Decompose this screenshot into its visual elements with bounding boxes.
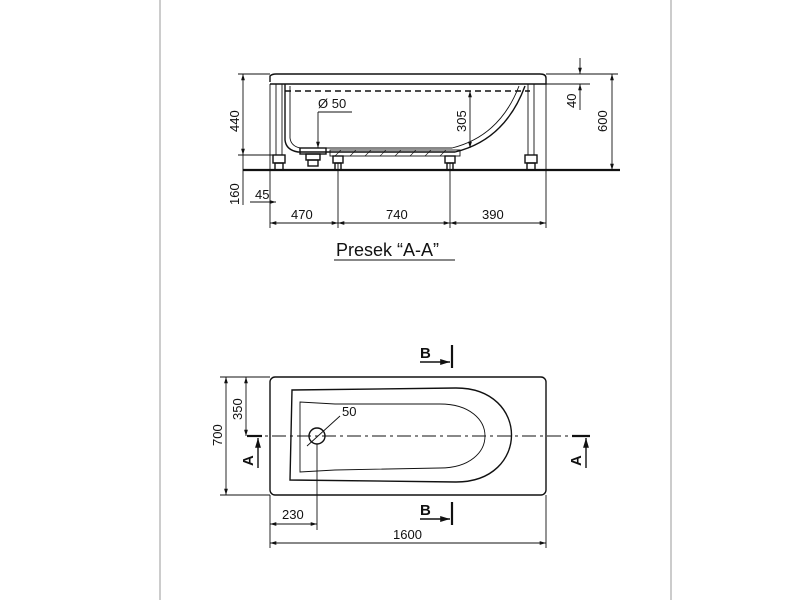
dim-rim: 40 bbox=[564, 94, 579, 108]
cut-label-a-left: A bbox=[240, 455, 257, 466]
dim-seg-mid: 740 bbox=[386, 207, 408, 222]
dim-overall-height: 600 bbox=[595, 110, 610, 132]
cut-label-b-bottom: B bbox=[420, 502, 431, 519]
dim-length: 1600 bbox=[393, 527, 422, 542]
tub-rim bbox=[269, 73, 547, 85]
section-view: Ø 50 305 40 600 440 160 45 470 740 390 P bbox=[227, 58, 620, 261]
cut-mark-a-right bbox=[572, 434, 590, 468]
dim-half-width: 350 bbox=[230, 398, 245, 420]
dim-width: 700 bbox=[210, 424, 225, 446]
cut-label-a-right: A bbox=[568, 455, 585, 466]
drain-fitting bbox=[299, 111, 352, 167]
tub-basin bbox=[299, 401, 486, 473]
dim-inner-depth: 305 bbox=[454, 110, 469, 132]
dim-left-height: 440 bbox=[227, 110, 242, 132]
cut-mark-b-top bbox=[420, 345, 454, 368]
plan-view: 50 B B A A 700 350 bbox=[210, 345, 590, 548]
tub-legs bbox=[272, 84, 538, 171]
dim-bottom-gap: 160 bbox=[227, 183, 242, 205]
cut-label-b-top: B bbox=[420, 345, 431, 362]
dim-seg-right: 390 bbox=[482, 207, 504, 222]
tub-body bbox=[284, 84, 526, 153]
cut-mark-a-left bbox=[247, 434, 262, 468]
tub-inner-rim bbox=[289, 387, 513, 483]
dim-leg-offset: 45 bbox=[255, 187, 269, 202]
dim-drain: 50 bbox=[342, 404, 356, 419]
drain-diameter-label: Ø 50 bbox=[318, 96, 346, 111]
tub-outline bbox=[269, 376, 547, 496]
cut-mark-b-bottom bbox=[420, 502, 454, 525]
section-caption: Presek “A-A” bbox=[336, 240, 439, 260]
dim-drain-offset: 230 bbox=[282, 507, 304, 522]
tub-body-inner bbox=[289, 85, 520, 149]
dim-seg-left: 470 bbox=[291, 207, 313, 222]
